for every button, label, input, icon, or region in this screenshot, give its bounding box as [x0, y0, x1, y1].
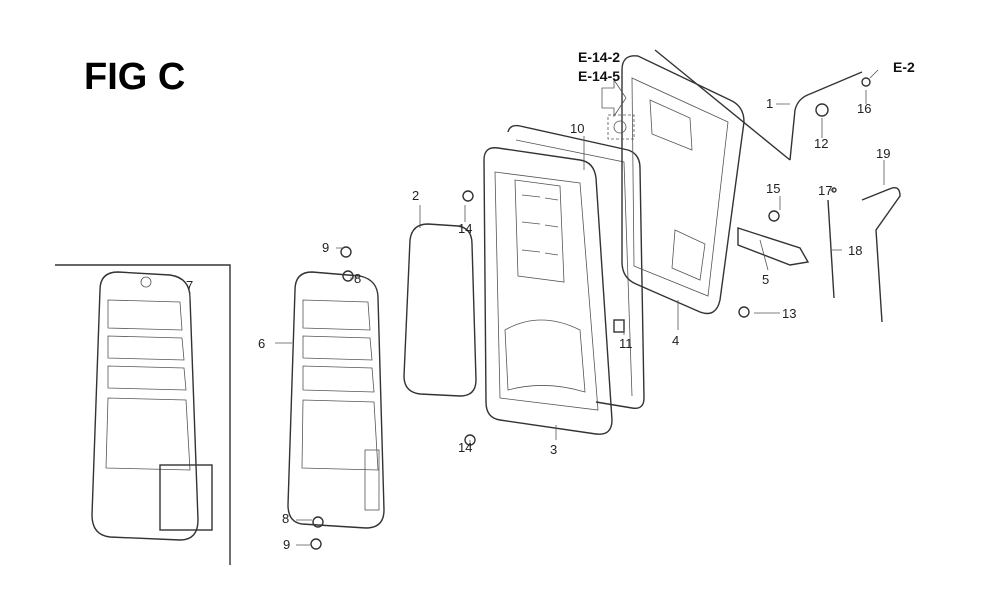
- callout-4: 4: [672, 333, 679, 348]
- reference-line: [654, 49, 791, 161]
- callout-3: 3: [550, 442, 557, 457]
- part-2-filter-element: [403, 223, 477, 397]
- assembly-bracket-line: [55, 264, 231, 565]
- callout-1: 1: [766, 96, 773, 111]
- reference-e-14-5: E-14-5: [578, 68, 620, 84]
- reference-e-14-2: E-14-2: [578, 49, 620, 65]
- callout-2: 2: [412, 188, 419, 203]
- callout-8: 8: [354, 271, 361, 286]
- callout-16: 16: [857, 101, 871, 116]
- part-6-cover: [287, 271, 385, 529]
- callout-11: 11: [619, 336, 633, 351]
- callout-5: 5: [762, 272, 769, 287]
- small-fasteners: [310, 77, 871, 550]
- callout-17: 17: [818, 183, 832, 198]
- reference-e-2: E-2: [893, 59, 915, 75]
- callout-14: 14: [458, 221, 472, 236]
- part-18-tube: [827, 199, 835, 299]
- leader-lines: [189, 69, 885, 546]
- callout-15: 15: [766, 181, 780, 196]
- part-4-base-plate: [601, 55, 745, 315]
- part-3-air-cleaner-case: [483, 147, 613, 435]
- part-10-gasket: [507, 124, 645, 409]
- callout-18: 18: [848, 243, 862, 258]
- part-5-bracket: [737, 227, 810, 266]
- callout-7: 7: [186, 278, 193, 293]
- callout-9: 9: [322, 240, 329, 255]
- callout-10: 10: [570, 121, 584, 136]
- figure-title: FIG C: [84, 56, 185, 98]
- part-7-outer-cover: [91, 271, 213, 541]
- callout-8-lower: 8: [282, 511, 289, 526]
- callout-6: 6: [258, 336, 265, 351]
- callout-14-lower: 14: [458, 440, 472, 455]
- callout-19: 19: [876, 146, 890, 161]
- callout-13: 13: [782, 306, 796, 321]
- part-19-tube: [861, 186, 901, 323]
- callout-9-lower: 9: [283, 537, 290, 552]
- callout-12: 12: [814, 136, 828, 151]
- part-1-tube: [789, 71, 863, 161]
